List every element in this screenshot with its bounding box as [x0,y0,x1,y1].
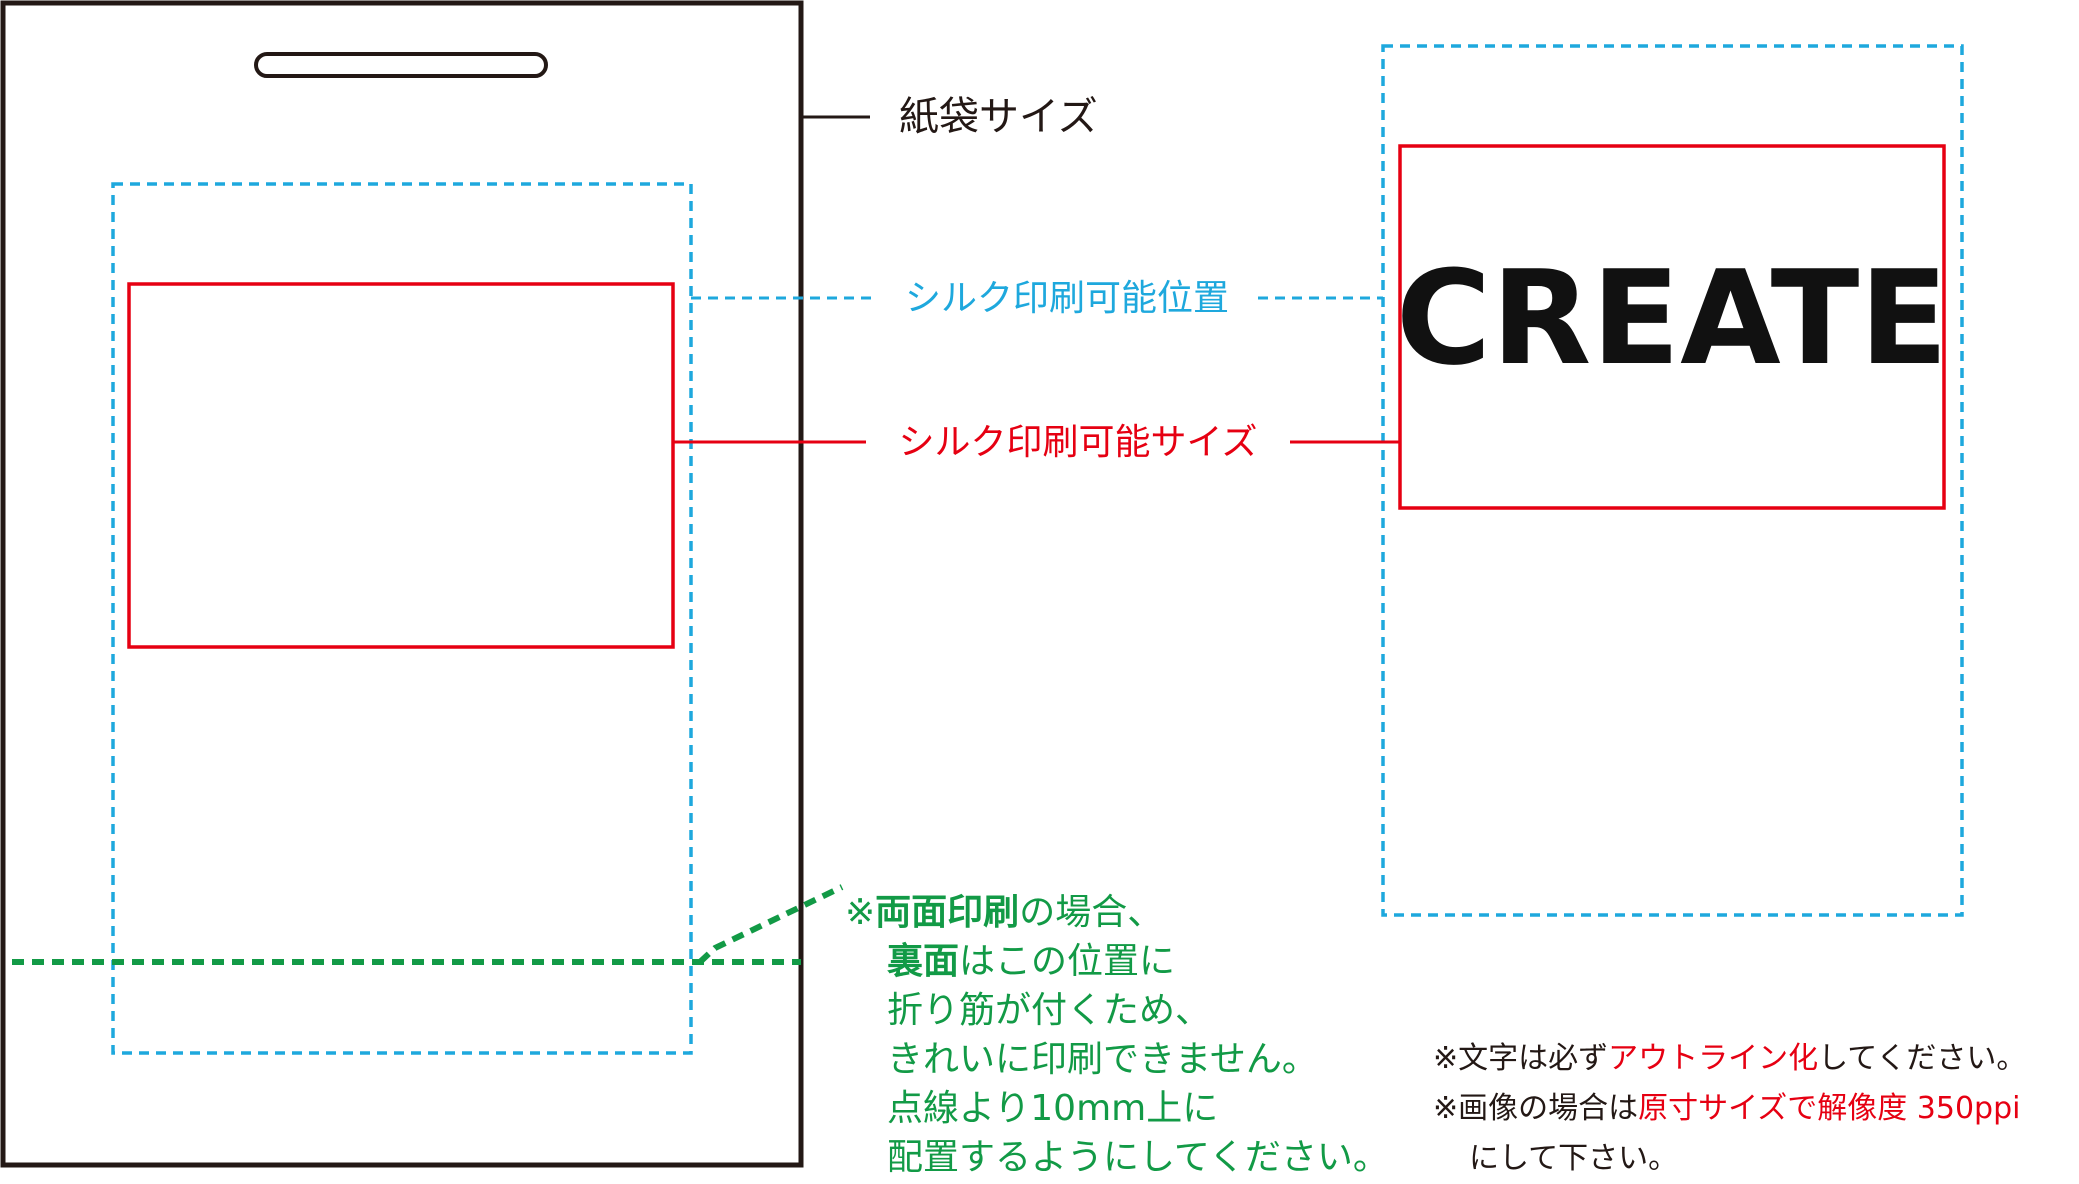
right-printable-position-area [1381,44,1964,917]
fold-note-emphasis: 裏面 [887,941,960,982]
fold-note-emphasis: 両面印刷 [875,892,1020,933]
fold-note-line-6: 配置するようにしてください。 [887,1137,1389,1178]
note-text: してください。 [1818,1041,2027,1076]
fold-note-line-4: きれいに印刷できません。 [887,1039,1318,1080]
resolution-note: ※画像の場合は原寸サイズで解像度 350ppi [1433,1084,2026,1134]
note-text: ※文字は必ず [1433,1041,1609,1076]
resolution-note-continued: にして下さい。 [1469,1141,1679,1176]
data-requirements-note: ※文字は必ずアウトライン化してください。 ※画像の場合は原寸サイズで解像度 35… [1433,1034,2026,1184]
bag-size-label: 紙袋サイズ [899,94,1098,140]
left-printable-size-box [127,282,675,649]
outline-note: ※文字は必ずアウトライン化してください。 [1433,1034,2026,1084]
fold-line-leader [697,884,844,965]
note-mark: ※ [845,892,876,933]
note-text: ※画像の場合は [1433,1091,1639,1126]
right-printable-size-box [1398,144,1946,510]
fold-note-text: はこの位置に [959,941,1176,982]
paper-bag-outline [0,0,804,1168]
fold-note-line-5: 点線より10mm上に [887,1088,1219,1129]
fold-note-line-1: ※両面印刷の場合、 [845,888,1389,937]
silk-position-label: シルク印刷可能位置 [905,278,1229,319]
fold-note-line-2: 裏面はこの位置に [845,937,1389,986]
note-emphasis: アウトライン化 [1608,1041,1819,1076]
bag-handle-hole [254,52,548,78]
sample-logo-text: CREATE [1396,242,1948,394]
fold-line-note: ※両面印刷の場合、 裏面はこの位置に 折り筋が付くため、 きれいに印刷できません… [845,888,1389,1182]
left-printable-position-area [111,182,693,1055]
note-emphasis: 原寸サイズで解像度 350ppi [1638,1091,2021,1126]
fold-note-text: の場合、 [1019,892,1164,933]
fold-note-line-3: 折り筋が付くため、 [887,990,1212,1031]
silk-size-label: シルク印刷可能サイズ [899,422,1258,463]
